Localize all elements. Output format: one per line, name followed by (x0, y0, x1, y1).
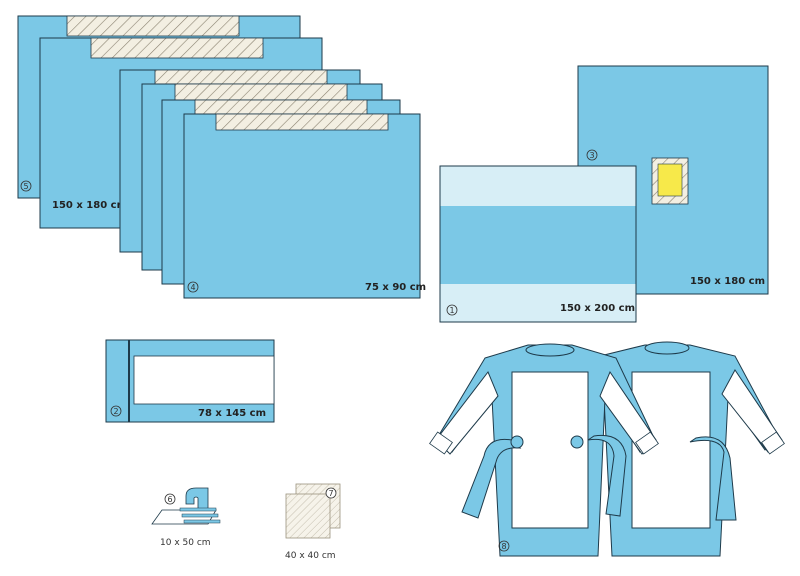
drape-4-size-label: 75 x 90 cm (365, 282, 426, 293)
item-number-circle (164, 493, 176, 505)
item-number-3: 3 (589, 151, 594, 160)
tape-roll (185, 487, 209, 511)
towel-7-group: 7 40 x 40 cm (285, 483, 341, 561)
item-number-1: 1 (449, 306, 454, 315)
item-number-2: 2 (113, 407, 118, 416)
item-number-circle (498, 540, 510, 552)
tape-6-group: 6 10 x 50 cm (151, 487, 221, 548)
gown-8-group: 8 (429, 341, 785, 557)
item-number-circle (446, 304, 458, 316)
towel-7-size-label: 40 x 40 cm (285, 551, 336, 561)
drape-3-size-label: 150 x 180 cm (690, 276, 765, 287)
item-number-circle (110, 405, 122, 417)
drape-2-group: 2 78 x 145 cm (105, 339, 275, 423)
item-number-circle (187, 281, 199, 293)
item-number-circle (20, 180, 32, 192)
adhesive-strip (90, 37, 264, 59)
drape-1-group: 1 150 x 200 cm (439, 165, 637, 323)
item-number-circle (325, 487, 337, 499)
adhesive-strip (66, 15, 240, 37)
item-number-6: 6 (167, 495, 172, 504)
incise-film (657, 163, 683, 197)
drape-2-size-label: 78 x 145 cm (198, 408, 266, 419)
item-number-8: 8 (501, 542, 506, 551)
drape-1-band (440, 206, 636, 284)
drape-4 (183, 113, 421, 299)
item-number-5: 5 (23, 182, 28, 191)
item-number-7: 7 (328, 489, 333, 498)
item-number-circle (586, 149, 598, 161)
towel-front (285, 493, 331, 539)
drape-5-size-label: 150 x 180 cm (52, 200, 127, 211)
drape-2-window (133, 355, 275, 405)
tape-6-size-label: 10 x 50 cm (160, 538, 211, 548)
gown-left (429, 343, 659, 557)
drape-1-size-label: 150 x 200 cm (560, 303, 635, 314)
item-number-4: 4 (190, 283, 195, 292)
adhesive-strip (215, 113, 389, 131)
drape-4-group: 4 75 x 90 cm (119, 69, 426, 299)
adhesive-strip (174, 83, 348, 101)
